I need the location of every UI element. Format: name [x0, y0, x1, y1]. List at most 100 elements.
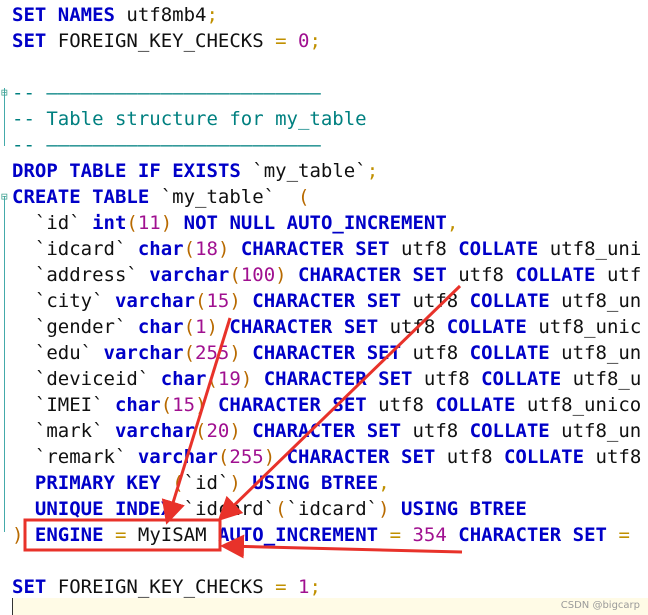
- code-text: SET NAMES utf8mb4;: [12, 2, 218, 28]
- token: 255: [195, 342, 230, 364]
- token: (: [275, 498, 287, 520]
- token: [287, 576, 298, 598]
- token: AUTO_INCREMENT: [217, 524, 379, 546]
- token: utf8_uni: [538, 238, 642, 260]
- token: SET: [343, 316, 379, 338]
- token: --: [12, 134, 47, 156]
- token: `deviceid`: [12, 368, 161, 390]
- token: NULL: [229, 212, 276, 234]
- token: NAMES: [57, 4, 115, 26]
- token: SET: [12, 30, 47, 52]
- token: `id`: [12, 212, 93, 234]
- token: utf8: [401, 290, 470, 312]
- token: 100: [240, 264, 276, 286]
- code-text: DROP TABLE IF EXISTS `my_table`;: [12, 158, 378, 184]
- token: utf8: [584, 446, 642, 468]
- fold-collapse-icon[interactable]: ⊟: [1, 86, 8, 99]
- token: SET: [12, 576, 47, 598]
- token: CHARACTER: [286, 446, 390, 468]
- code-text: CREATE TABLE `my_table` (: [12, 184, 309, 210]
- token: char: [137, 238, 184, 260]
- token: 1: [298, 576, 310, 598]
- token: [161, 472, 172, 494]
- code-text: -- ————————————————————————: [12, 80, 321, 106]
- token: CHARACTER: [252, 290, 356, 312]
- token: MyISAM: [126, 524, 218, 546]
- token: [355, 290, 366, 312]
- code-text: `IMEI` char(15) CHARACTER SET utf8 COLLA…: [12, 392, 641, 418]
- token: [310, 472, 321, 494]
- token: COLLATE: [435, 394, 516, 416]
- token: CHARACTER: [263, 368, 367, 390]
- token: utf8_un: [549, 420, 642, 442]
- token: `mark`: [12, 420, 115, 442]
- token: AUTO_INCREMENT: [286, 212, 447, 234]
- token: ): [240, 368, 253, 390]
- token: utf8_unic: [526, 316, 642, 338]
- token: [241, 290, 252, 312]
- token: [207, 394, 218, 416]
- code-text: `address` varchar(100) CHARACTER SET utf…: [12, 262, 641, 288]
- code-text: UNIQUE INDEX `idcard`(`idcard`) USING BT…: [12, 496, 527, 522]
- fold-collapse-icon[interactable]: ⊟: [1, 190, 8, 203]
- token: ————————————————————————: [46, 82, 321, 104]
- token: [81, 186, 92, 208]
- token: [218, 212, 229, 234]
- token: [161, 160, 172, 182]
- token: varchar: [149, 264, 230, 286]
- code-text: `deviceid` char(19) CHARACTER SET utf8 C…: [12, 366, 641, 392]
- token: ————————————————————————: [46, 134, 321, 156]
- token: (: [172, 472, 184, 494]
- token: utf8_u: [561, 368, 642, 390]
- token: [607, 524, 618, 546]
- token: [115, 472, 126, 494]
- token: SET: [412, 264, 447, 286]
- token: SET: [355, 238, 390, 260]
- token: ): [378, 498, 390, 520]
- token: CHARACTER: [229, 316, 333, 338]
- token: CHARACTER: [240, 238, 344, 260]
- token: ): [263, 446, 276, 468]
- token: =: [618, 524, 630, 546]
- token: INDEX: [114, 498, 173, 520]
- token: ): [12, 524, 24, 546]
- token: int: [92, 212, 127, 234]
- token: [241, 342, 252, 364]
- token: `gender`: [12, 316, 138, 338]
- token: (: [229, 264, 241, 286]
- token: =: [389, 524, 402, 546]
- watermark: CSDN @bigcarp: [560, 600, 640, 611]
- token: CHARACTER: [458, 524, 562, 546]
- code-text: ) ENGINE = MyISAM AUTO_INCREMENT = 354 C…: [12, 522, 641, 548]
- token: SET: [572, 524, 607, 546]
- token: COLLATE: [469, 420, 550, 442]
- token: 1: [195, 316, 207, 338]
- token: [172, 212, 183, 234]
- token: utf8_un: [549, 290, 642, 312]
- token: [321, 394, 332, 416]
- token: utf8: [378, 316, 447, 338]
- token: [401, 264, 412, 286]
- token: utf8: [435, 446, 504, 468]
- token: `idcard`: [286, 498, 379, 520]
- token: (: [126, 212, 138, 234]
- token: char: [137, 316, 184, 338]
- token: UNIQUE: [34, 498, 104, 520]
- code-text: `city` varchar(15) CHARACTER SET utf8 CO…: [12, 288, 641, 314]
- token: =: [275, 576, 287, 598]
- token: BTREE: [469, 498, 527, 520]
- token: `my_table`: [240, 160, 367, 182]
- code-text: `id` int(11) NOT NULL AUTO_INCREMENT,: [12, 210, 458, 236]
- token: `my_table`: [149, 186, 299, 208]
- token: EXISTS: [172, 160, 241, 182]
- current-line-highlight: [12, 598, 648, 615]
- token: =: [115, 524, 127, 546]
- token: ;: [366, 160, 379, 182]
- code-text: `gender` char(1) CHARACTER SET utf8 COLL…: [12, 314, 641, 340]
- token: FOREIGN_KEY_CHECKS: [46, 576, 276, 598]
- token: PRIMARY: [34, 472, 115, 494]
- token: `address`: [12, 264, 150, 286]
- token: (: [217, 446, 230, 468]
- token: IF: [137, 160, 161, 182]
